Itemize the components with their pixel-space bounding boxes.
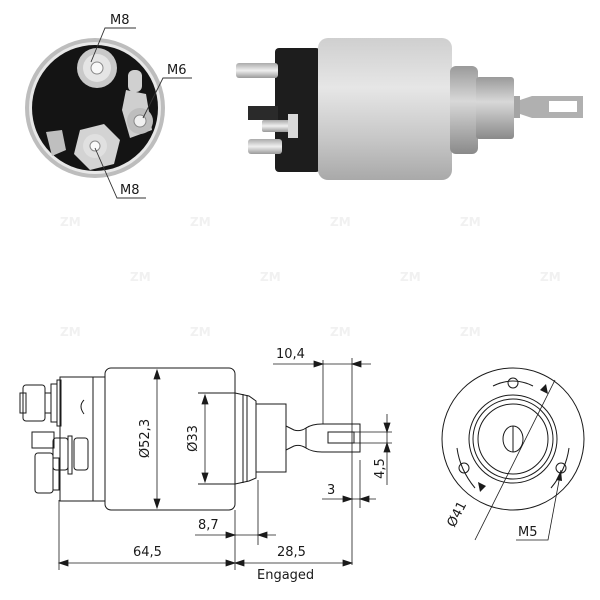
drawing-front-view [441, 367, 585, 541]
watermark: ZM [60, 215, 81, 229]
photo-side-view [236, 38, 583, 180]
drawing-side-view [19, 367, 361, 511]
watermark: ZM [190, 325, 211, 339]
watermark: ZM [460, 325, 481, 339]
mount-hole [458, 462, 470, 474]
callout-label-side-terminal: M6 [167, 63, 187, 78]
photo-front-view [25, 27, 192, 199]
bottom-terminal-stud [46, 124, 120, 170]
watermark: ZM [60, 325, 81, 339]
side-dimension-lines [57, 358, 392, 570]
dim-body-diameter: Ø52,3 [138, 418, 154, 459]
dim-nose-diameter: Ø33 [185, 425, 201, 452]
callout-label-top-terminal: M8 [110, 13, 130, 28]
callout-label-bottom-terminal: M8 [120, 183, 140, 198]
watermark: ZM [330, 215, 351, 229]
top-terminal-stud [77, 48, 117, 88]
dim-plunger-state: Engaged [257, 568, 315, 583]
watermark: ZM [400, 270, 421, 284]
dim-flange-offset: 8,7 [198, 518, 219, 533]
dim-lug-slot-width: 4,5 [372, 458, 388, 479]
watermark: ZM [460, 215, 481, 229]
dim-plunger-length: 28,5 [277, 545, 306, 560]
callout-line [90, 27, 136, 63]
dim-mount-thread: M5 [518, 525, 538, 540]
callout-line [94, 147, 146, 199]
watermark: ZM [540, 270, 561, 284]
watermark: ZM [260, 270, 281, 284]
callout-line [142, 77, 192, 119]
watermark: ZM [190, 215, 211, 229]
watermark: ZM [130, 270, 151, 284]
dim-body-length: 64,5 [133, 545, 162, 560]
side-terminal-stud [122, 70, 153, 138]
dim-lug-offset: 3 [327, 483, 336, 498]
mount-hole [507, 377, 519, 389]
watermark: ZM [330, 325, 351, 339]
dim-lug-length: 10,4 [276, 347, 305, 362]
